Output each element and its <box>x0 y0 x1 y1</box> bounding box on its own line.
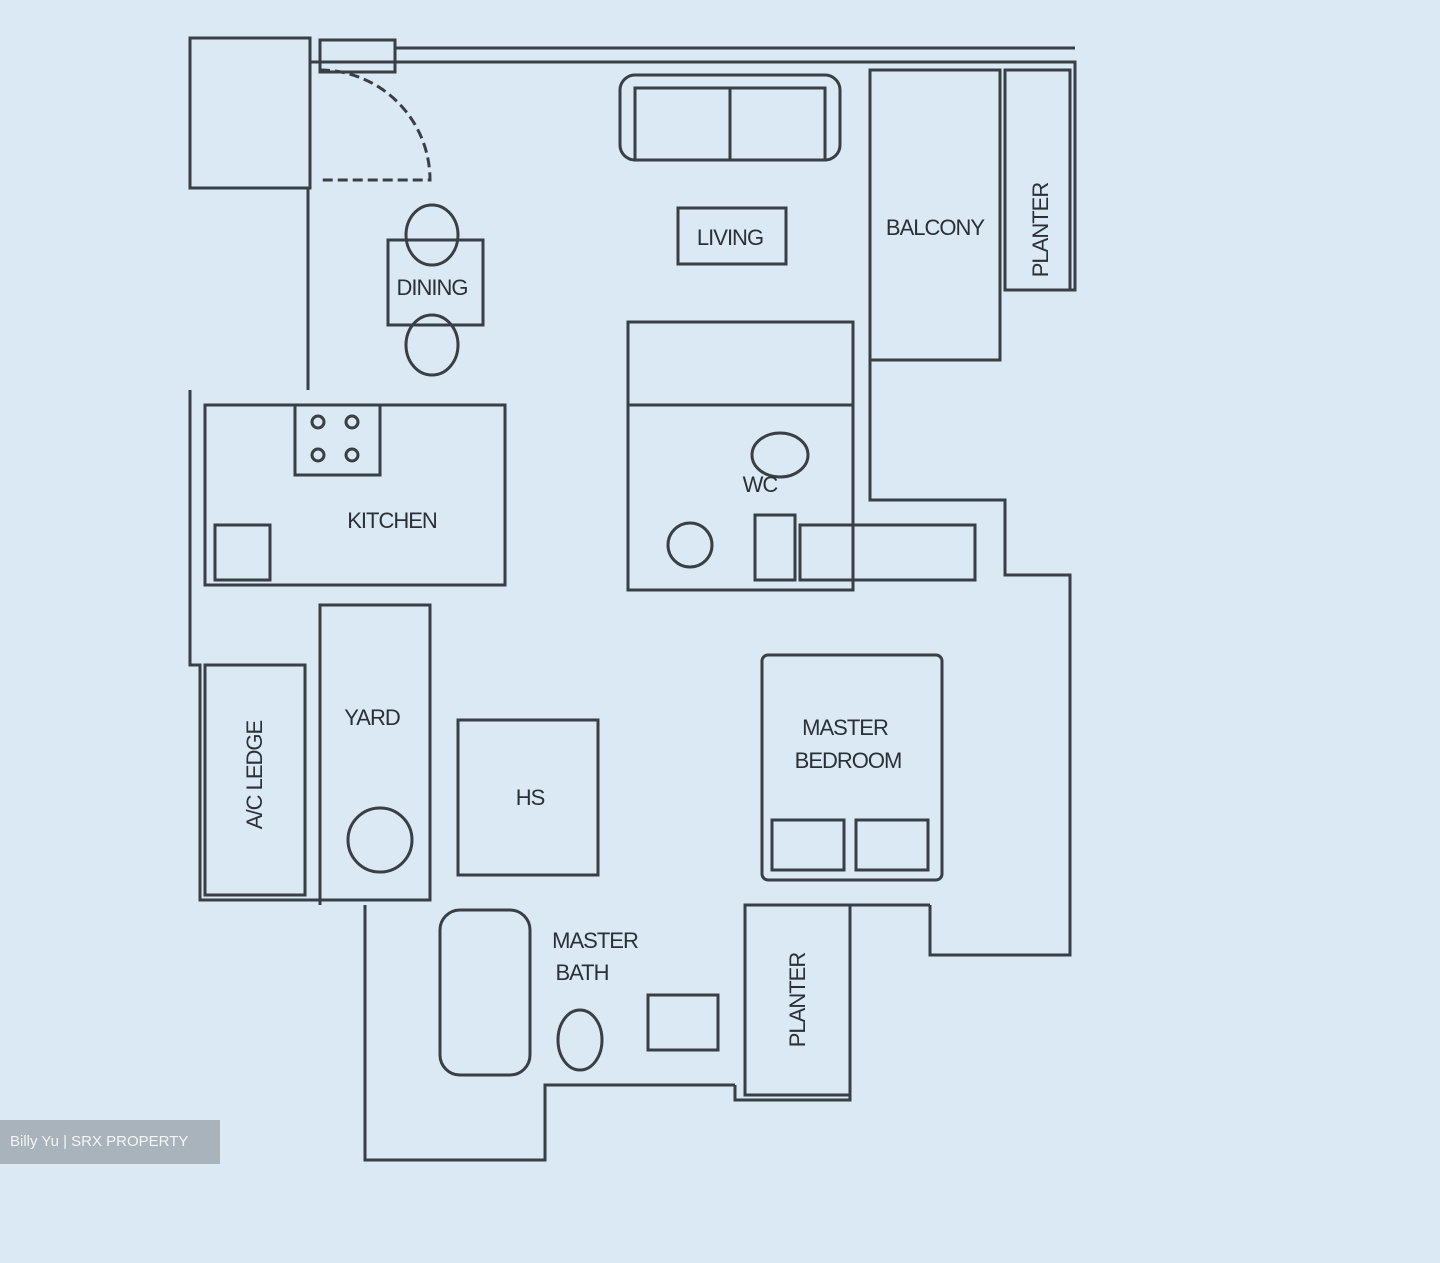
dining-table <box>386 203 485 377</box>
sofa <box>618 73 842 162</box>
planter-bottom <box>743 903 852 1097</box>
ac-ledge <box>203 663 307 897</box>
kitchen <box>203 403 507 587</box>
room-label-ac-ledge: A/C LEDGE <box>242 720 267 829</box>
room-label-planter-top: PLANTER <box>1028 183 1053 278</box>
bed <box>760 653 944 882</box>
room-label-master-bedroom-2: BEDROOM <box>795 748 902 773</box>
room-label-wc: WC <box>743 472 779 497</box>
room-label-kitchen: KITCHEN <box>347 508 437 533</box>
wardrobe <box>798 523 977 582</box>
balcony <box>868 68 1002 362</box>
room-label-living: LIVING <box>697 225 763 250</box>
room-label-planter-bottom: PLANTER <box>785 953 810 1048</box>
planter-top <box>1003 68 1072 292</box>
room-label-master-bath-2: BATH <box>555 960 608 985</box>
washer <box>346 806 414 874</box>
living-label-box <box>676 206 788 266</box>
room-label-hs: HS <box>516 785 545 810</box>
household-shelter <box>456 718 600 877</box>
entry-door <box>319 68 432 182</box>
outer-walls <box>188 36 1077 1162</box>
watermark: Billy Yu | SRX PROPERTY <box>0 1120 220 1164</box>
master-bath <box>438 908 720 1077</box>
wc <box>626 403 855 592</box>
room-label-master-bedroom-1: MASTER <box>802 715 888 740</box>
room-label-yard: YARD <box>344 705 400 730</box>
tv-console <box>626 320 855 407</box>
yard <box>318 603 432 902</box>
room-label-dining: DINING <box>397 275 468 300</box>
room-label-balcony: BALCONY <box>886 215 985 240</box>
room-label-master-bath-1: MASTER <box>552 928 638 953</box>
